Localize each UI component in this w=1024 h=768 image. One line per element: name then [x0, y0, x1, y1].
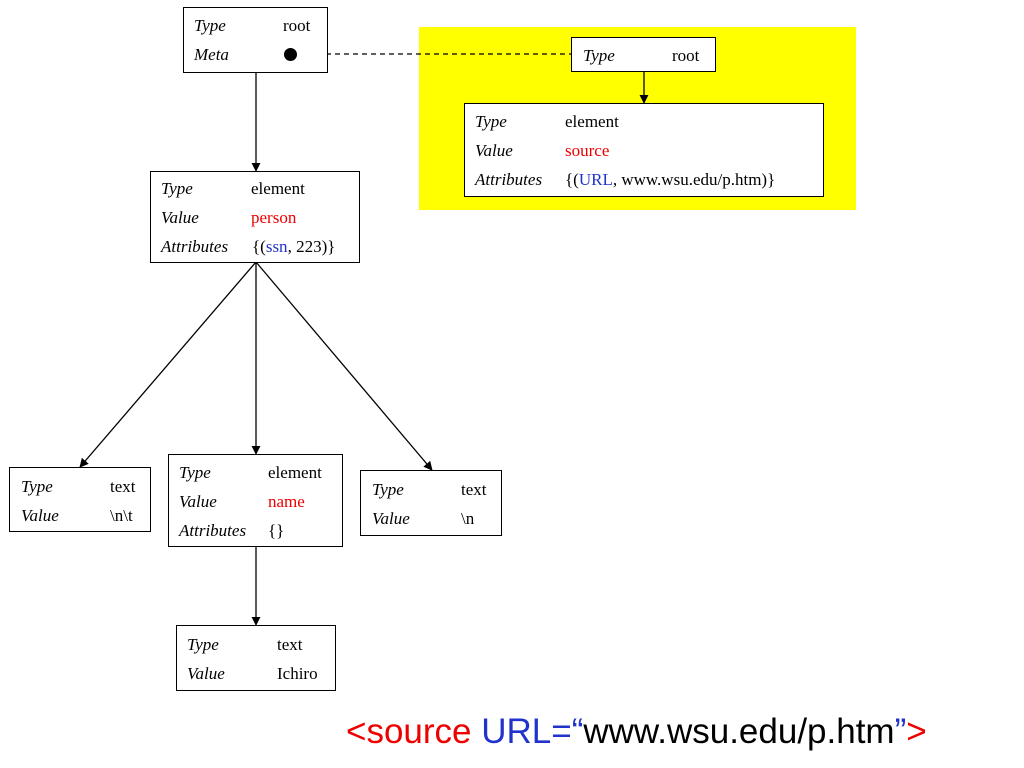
value-value: name — [268, 492, 305, 511]
value-label: Value — [372, 509, 410, 528]
type-label: Type — [194, 16, 226, 35]
value-label: Value — [161, 208, 199, 227]
root-node: Type root Meta — [183, 7, 328, 73]
attributes-label: Attributes — [161, 237, 229, 256]
source-node: Type element Value source Attributes {(URL,… — [464, 103, 824, 197]
person-node: Type element Value person Attributes {(ssn,… — [150, 171, 360, 263]
value-value: Ichiro — [277, 664, 318, 683]
caption-quote-open: “ — [571, 712, 584, 751]
value-label: Value — [187, 664, 225, 683]
type-label: Type — [475, 112, 507, 131]
value-value: \n — [461, 509, 475, 528]
type-label: Type — [187, 635, 219, 654]
text-node-ichiro: Type text Value Ichiro — [176, 625, 336, 691]
value-value: source — [565, 141, 610, 160]
type-value: text — [110, 477, 136, 496]
type-label: Type — [583, 46, 615, 65]
attributes-rest: , www.wsu.edu/p.htm)} — [612, 170, 776, 189]
attribute-name: ssn — [265, 237, 288, 256]
type-value: text — [461, 480, 487, 499]
meta-root-node: Type root — [571, 37, 716, 72]
attributes-label: Attributes — [475, 170, 543, 189]
attributes-open: {( — [565, 170, 579, 189]
value-value: person — [251, 208, 297, 227]
type-value: root — [672, 46, 700, 65]
caption-quote-close: ” — [894, 712, 907, 751]
type-value: root — [283, 16, 311, 35]
type-label: Type — [161, 179, 193, 198]
attributes-value: {} — [268, 521, 285, 540]
text-node-newline: Type text Value \n — [360, 470, 502, 536]
meta-label: Meta — [194, 45, 229, 64]
value-value: \n\t — [110, 506, 133, 525]
value-label: Value — [21, 506, 59, 525]
caption-url: www.wsu.edu/p.htm — [583, 712, 895, 751]
type-label: Type — [21, 477, 53, 496]
name-node: Type element Value name Attributes {} — [168, 454, 343, 547]
caption-tag-open: <source — [346, 712, 482, 751]
type-label: Type — [372, 480, 404, 499]
type-value: element — [251, 179, 305, 198]
value-label: Value — [179, 492, 217, 511]
type-label: Type — [179, 463, 211, 482]
attributes-open: {( — [252, 237, 266, 256]
caption-tag-close: > — [906, 712, 927, 751]
attribute-name: URL — [578, 170, 613, 189]
attributes-label: Attributes — [179, 521, 247, 540]
xml-source-caption: <source URL=“www.wsu.edu/p.htm”> — [346, 708, 927, 756]
type-value: text — [277, 635, 303, 654]
type-value: element — [565, 112, 619, 131]
caption-attr-name: URL= — [481, 712, 572, 751]
edge-person-text2 — [255, 261, 433, 471]
value-label: Value — [475, 141, 513, 160]
edge-person-text1 — [79, 261, 257, 468]
text-node-newline-tab: Type text Value \n\t — [9, 467, 151, 532]
type-value: element — [268, 463, 322, 482]
meta-pointer-dot — [284, 48, 297, 61]
attributes-rest: , 223)} — [287, 237, 336, 256]
